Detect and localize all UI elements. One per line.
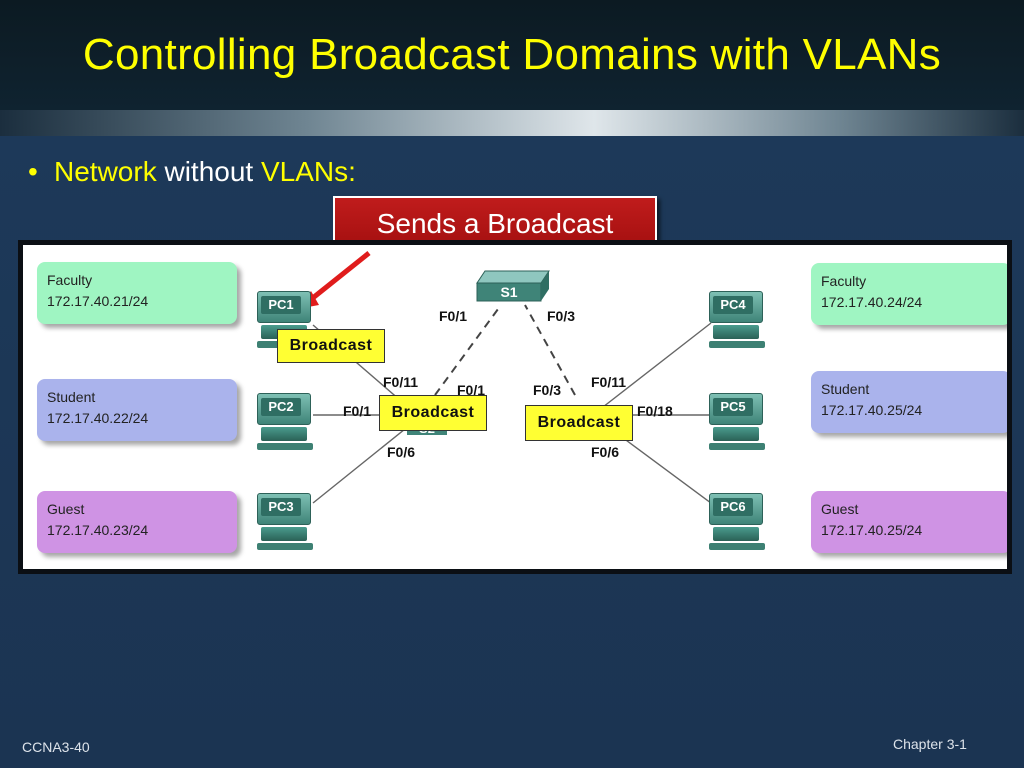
link-s3-pc4 bbox=[602, 322, 712, 408]
port-s2-pc2: F0/1 bbox=[343, 403, 372, 419]
network-diagram: Faculty 172.17.40.21/24 Student 172.17.4… bbox=[23, 245, 1007, 569]
link-s2-s1 bbox=[434, 304, 502, 396]
guest-card-left: Guest 172.17.40.23/24 bbox=[37, 491, 237, 553]
port-s3-pc6: F0/6 bbox=[591, 444, 620, 460]
bullet-dot: • bbox=[28, 156, 38, 187]
bullet-line: • Network without VLANs: bbox=[28, 156, 356, 188]
card-name: Faculty bbox=[821, 273, 867, 289]
card-ip: 172.17.40.25/24 bbox=[821, 522, 923, 538]
port-s1-left: F0/1 bbox=[439, 308, 468, 324]
pc-label: PC1 bbox=[261, 296, 301, 314]
footer-right: Chapter 3-1 bbox=[893, 736, 967, 752]
bullet-without: without bbox=[164, 156, 254, 187]
pc-keyboard bbox=[257, 543, 313, 550]
port-s1-right: F0/3 bbox=[547, 308, 576, 324]
broadcast-label-pc1: Broadcast bbox=[277, 329, 385, 363]
network-diagram-frame: Faculty 172.17.40.21/24 Student 172.17.4… bbox=[18, 240, 1012, 574]
student-card-left: Student 172.17.40.22/24 bbox=[37, 379, 237, 441]
port-s3-up: F0/3 bbox=[533, 382, 562, 398]
card-name: Student bbox=[47, 389, 96, 405]
footer-left: CCNA3-40 bbox=[22, 739, 90, 755]
callout-arrow bbox=[307, 251, 371, 303]
pc-keyboard bbox=[709, 543, 765, 550]
pc-base bbox=[261, 427, 307, 441]
port-s2-pc1: F0/11 bbox=[383, 374, 419, 390]
link-s3-s1 bbox=[524, 304, 576, 396]
pc-keyboard bbox=[709, 443, 765, 450]
guest-card-right: Guest 172.17.40.25/24 bbox=[811, 491, 1007, 553]
pc-label: PC5 bbox=[713, 398, 753, 416]
pc3-icon[interactable]: PC3 bbox=[257, 493, 313, 551]
card-ip: 172.17.40.24/24 bbox=[821, 294, 923, 310]
student-card-right: Student 172.17.40.25/24 bbox=[811, 371, 1007, 433]
card-ip: 172.17.40.25/24 bbox=[821, 402, 923, 418]
card-ip: 172.17.40.21/24 bbox=[47, 293, 149, 309]
pc-base bbox=[713, 427, 759, 441]
faculty-card-left: Faculty 172.17.40.21/24 bbox=[37, 262, 237, 324]
switch-s1-label: S1 bbox=[500, 284, 518, 300]
port-s2-up: F0/1 bbox=[457, 382, 486, 398]
pc6-icon[interactable]: PC6 bbox=[709, 493, 765, 551]
switch-s1-icon[interactable]: S1 bbox=[475, 269, 551, 303]
slide-title: Controlling Broadcast Domains with VLANs bbox=[82, 30, 942, 79]
bullet-network: Network bbox=[54, 156, 157, 187]
pc-label: PC2 bbox=[261, 398, 301, 416]
port-s3-pc5: F0/18 bbox=[637, 403, 673, 419]
title-bar: Controlling Broadcast Domains with VLANs bbox=[0, 0, 1024, 110]
card-ip: 172.17.40.23/24 bbox=[47, 522, 149, 538]
faculty-card-right: Faculty 172.17.40.24/24 bbox=[811, 263, 1007, 325]
pc-keyboard bbox=[709, 341, 765, 348]
broadcast-label-s2: Broadcast bbox=[379, 395, 487, 431]
card-name: Guest bbox=[47, 501, 85, 517]
card-name: Student bbox=[821, 381, 870, 397]
bullet-vlans: VLANs: bbox=[260, 156, 356, 187]
title-divider bbox=[0, 110, 1024, 136]
pc-base bbox=[261, 527, 307, 541]
card-name: Faculty bbox=[47, 272, 93, 288]
pc-label: PC6 bbox=[713, 498, 753, 516]
pc-label: PC4 bbox=[713, 296, 753, 314]
broadcast-label-s3: Broadcast bbox=[525, 405, 633, 441]
card-ip: 172.17.40.22/24 bbox=[47, 410, 149, 426]
pc-label: PC3 bbox=[261, 498, 301, 516]
port-s3-pc4: F0/11 bbox=[591, 374, 627, 390]
pc2-icon[interactable]: PC2 bbox=[257, 393, 313, 451]
pc-keyboard bbox=[257, 443, 313, 450]
link-pc3-s2 bbox=[312, 420, 416, 504]
pc4-icon[interactable]: PC4 bbox=[709, 291, 765, 349]
switch-s1-shape bbox=[476, 270, 550, 302]
port-s2-pc3: F0/6 bbox=[387, 444, 416, 460]
pc-base bbox=[713, 325, 759, 339]
pc5-icon[interactable]: PC5 bbox=[709, 393, 765, 451]
card-name: Guest bbox=[821, 501, 859, 517]
sends-broadcast-callout: Sends a Broadcast bbox=[333, 196, 657, 248]
pc-base bbox=[713, 527, 759, 541]
